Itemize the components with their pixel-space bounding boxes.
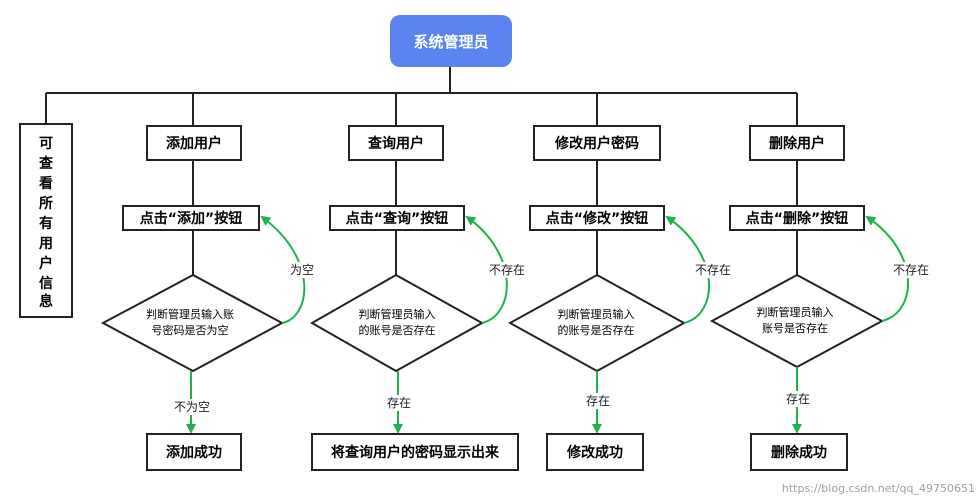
- loop-arrow: [865, 215, 910, 322]
- result-box: [546, 433, 644, 471]
- result-box: [750, 433, 848, 471]
- button-box: [122, 205, 260, 231]
- result-box: [146, 433, 242, 471]
- button-label: 点击“删除”按钮: [746, 210, 848, 227]
- loop-label: 为空: [290, 263, 314, 277]
- result-label: 添加成功: [166, 444, 222, 461]
- side-char-8: 息: [39, 293, 53, 310]
- side-char-7: 信: [39, 275, 53, 292]
- watermark: https://blog.csdn.net/qq_49750651: [782, 482, 975, 495]
- column-delete-user: 删除用户 点击“删除”按钮 判断管理员输入 账号是否存在 不存在 存在 删除成功: [709, 125, 932, 471]
- side-char-2: 看: [38, 175, 53, 192]
- root-connectors: [45, 67, 798, 126]
- column-modify-password: 修改用户密码 点击“修改”按钮 判断管理员输入 的账号是否存在 不存在 存在 修…: [507, 125, 734, 471]
- button-label: 点击“添加”按钮: [140, 210, 242, 227]
- loop-arrow: [260, 215, 306, 324]
- title-box: [146, 125, 242, 161]
- column-query-user: 查询用户 点击“查询”按钮 判断管理员输入 的账号是否存在 不存在 存在 将查询…: [309, 125, 528, 471]
- loop-arrow: [665, 215, 711, 324]
- down-label: 存在: [387, 396, 411, 410]
- title-box: [749, 125, 845, 161]
- button-label: 点击“修改”按钮: [546, 210, 648, 227]
- root-node: 系统管理员: [390, 15, 512, 67]
- decision-diamond: [309, 273, 485, 373]
- result-label: 删除成功: [771, 444, 827, 461]
- loop-label: 不存在: [695, 263, 731, 277]
- result-box: [311, 433, 519, 471]
- result-label: 将查询用户的密码显示出来: [331, 444, 500, 461]
- decision-line-1: 判断管理员输入: [757, 305, 834, 319]
- root-label: 系统管理员: [413, 33, 488, 51]
- decision-line-1: 判断管理员输入账: [146, 307, 234, 321]
- button-box: [329, 205, 465, 231]
- side-char-3: 所: [39, 195, 53, 212]
- side-box: 可 查 看 所 有 用 户 信 息: [19, 123, 73, 318]
- decision-diamond: [507, 273, 687, 373]
- column-title: 查询用户: [368, 135, 424, 152]
- loop-label: 不存在: [489, 263, 525, 277]
- result-label: 修改成功: [566, 444, 623, 461]
- decision-line-2: 的账号是否存在: [558, 323, 635, 337]
- decision-diamond: [100, 273, 285, 373]
- side-char-4: 有: [39, 215, 53, 232]
- side-char-1: 查: [39, 155, 54, 172]
- down-label: 不为空: [174, 400, 210, 414]
- side-char-5: 用: [39, 236, 53, 252]
- decision-line-2: 账号是否存在: [762, 321, 828, 335]
- loop-label: 不存在: [893, 263, 929, 277]
- column-title: 删除用户: [769, 135, 825, 152]
- title-box: [533, 125, 661, 161]
- decision-line-2: 的账号是否存在: [359, 323, 436, 337]
- column-add-user: 添加用户 点击“添加”按钮 判断管理员输入账 号密码是否为空 为空 不为空 添加…: [100, 125, 318, 471]
- decision-diamond: [709, 273, 885, 369]
- down-label: 存在: [586, 394, 610, 408]
- column-title: 修改用户密码: [554, 135, 639, 152]
- loop-arrow: [465, 215, 508, 324]
- button-label: 点击“查询”按钮: [346, 210, 448, 227]
- decision-line-1: 判断管理员输入: [558, 307, 635, 321]
- decision-line-2: 号密码是否为空: [152, 323, 229, 337]
- side-char-0: 可: [39, 136, 53, 152]
- side-char-6: 户: [39, 255, 53, 272]
- down-label: 存在: [786, 392, 810, 406]
- decision-line-1: 判断管理员输入: [359, 307, 436, 321]
- column-title: 添加用户: [166, 135, 222, 152]
- title-box: [348, 125, 444, 161]
